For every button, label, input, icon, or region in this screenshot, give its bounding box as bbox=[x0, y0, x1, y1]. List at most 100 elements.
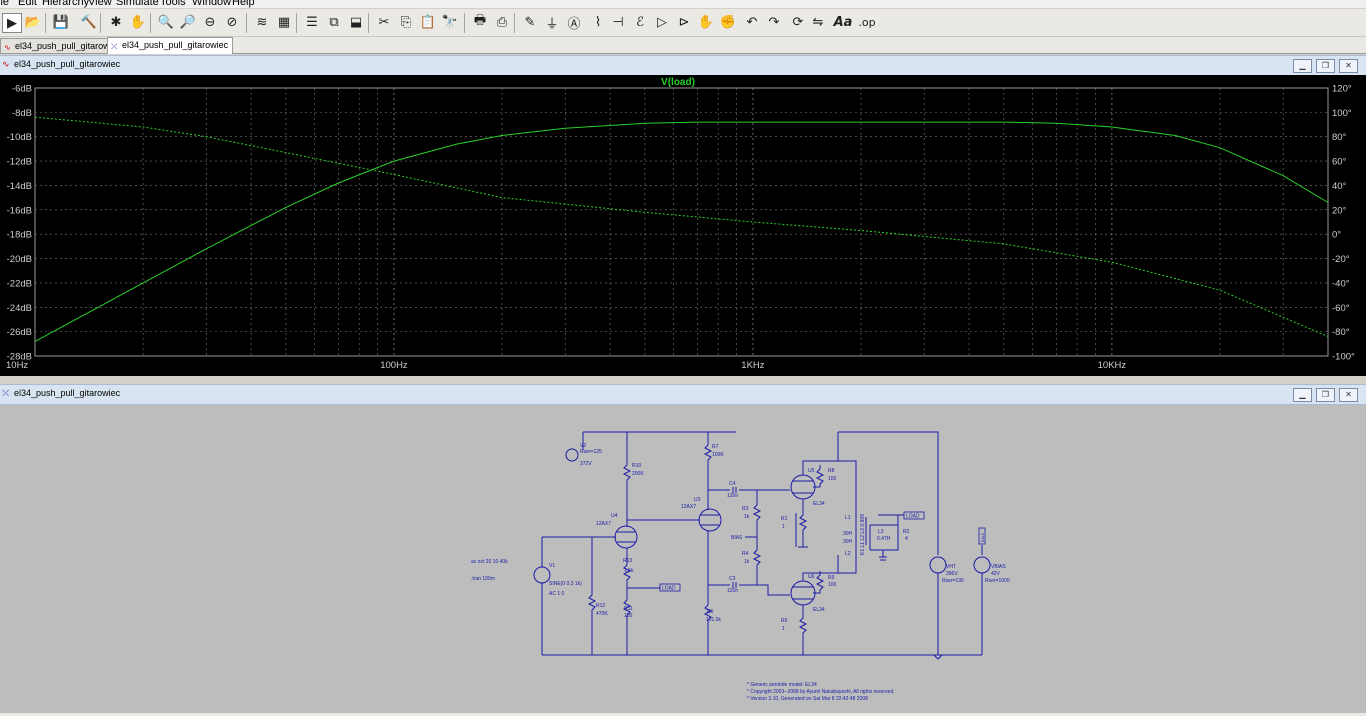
plot-window-titlebar[interactable]: ∿ el34_push_pull_gitarowiec ▁ ❐ ✕ bbox=[0, 55, 1366, 76]
menu-item-window[interactable]: Window bbox=[192, 0, 232, 8]
label-r7[interactable]: R7 bbox=[712, 444, 719, 450]
label-r4-value[interactable]: 1k bbox=[744, 559, 750, 565]
label-v1[interactable]: V1 bbox=[549, 563, 555, 569]
close-button[interactable]: ✕ bbox=[1339, 59, 1358, 73]
label-l3-value[interactable]: 0.47H bbox=[877, 536, 891, 542]
control-panel-icon[interactable]: 🔨 bbox=[80, 14, 98, 30]
label-r5-value[interactable]: 1 bbox=[782, 626, 785, 632]
model-note[interactable]: * Version 3.10, Generated on Sat Mar 8 2… bbox=[747, 696, 868, 702]
menu-item-ile[interactable]: ile bbox=[0, 0, 10, 8]
label-u5[interactable]: U5 bbox=[808, 468, 815, 474]
label-v2-value[interactable]: 372V bbox=[580, 461, 592, 467]
label-r6[interactable]: R6 bbox=[707, 609, 714, 615]
menu-item-edit[interactable]: Edit bbox=[18, 0, 37, 8]
label-l2-value[interactable]: 30H bbox=[843, 539, 853, 545]
print-icon[interactable]: 🖶 bbox=[473, 13, 487, 28]
bias-port[interactable] bbox=[978, 527, 986, 545]
wire-icon[interactable]: ✎ bbox=[524, 14, 536, 30]
tab-schematic[interactable]: ⤫ el34_push_pull_gitarowiec bbox=[107, 37, 234, 54]
inductor-icon[interactable]: ℰ bbox=[636, 14, 644, 30]
print-setup-icon[interactable]: ⎙ bbox=[496, 14, 508, 30]
text-tool-icon[interactable]: Aa bbox=[833, 14, 853, 30]
label-net-icon[interactable]: Ⓐ bbox=[567, 16, 581, 32]
load-port[interactable] bbox=[659, 583, 681, 592]
zoom-cancel-icon[interactable]: ⊘ bbox=[226, 14, 238, 30]
tran-directive[interactable]: .tran 100m bbox=[471, 576, 495, 582]
label-u4-type[interactable]: 12AX7 bbox=[596, 521, 611, 527]
label-r12[interactable]: R12 bbox=[596, 603, 605, 609]
label-vbias[interactable]: VBIAS bbox=[991, 564, 1006, 570]
label-l2[interactable]: L2 bbox=[845, 551, 851, 557]
tile-vertical-icon[interactable]: ⬓ bbox=[349, 14, 363, 30]
label-vht[interactable]: VHT bbox=[946, 564, 956, 570]
label-r9[interactable]: R9 bbox=[828, 575, 835, 581]
label-c4[interactable]: C4 bbox=[729, 481, 736, 487]
label-v2-rser[interactable]: Rser=125 bbox=[580, 449, 602, 455]
open-icon[interactable]: 📂 bbox=[24, 14, 42, 30]
paste-icon[interactable]: 📋 bbox=[419, 14, 437, 30]
label-r7-value[interactable]: 100K bbox=[712, 452, 724, 458]
label-u4[interactable]: U4 bbox=[611, 513, 618, 519]
spice-directive-icon[interactable]: .op bbox=[858, 15, 876, 29]
menu-item-tools[interactable]: Tools bbox=[160, 0, 186, 8]
component-icon[interactable]: ⊳ bbox=[678, 14, 690, 30]
cascade-windows-icon[interactable]: ☰ bbox=[306, 14, 318, 30]
minimize-button[interactable]: ▁ bbox=[1293, 388, 1312, 402]
label-u6-type[interactable]: EL34 bbox=[813, 607, 825, 613]
series-magnitude-line[interactable] bbox=[34, 121, 1329, 342]
find-icon[interactable]: 🔭 bbox=[441, 14, 459, 30]
label-v1-ac[interactable]: AC 1 0 bbox=[549, 591, 565, 597]
waveform-plot-pane[interactable]: -6dB-8dB-10dB-12dB-14dB-16dB-18dB-20dB-2… bbox=[0, 75, 1366, 376]
label-r1-value[interactable]: 1 bbox=[782, 524, 785, 530]
minimize-button[interactable]: ▁ bbox=[1293, 59, 1312, 73]
label-u6[interactable]: U6 bbox=[808, 574, 815, 580]
label-r3-value[interactable]: 1k bbox=[744, 514, 750, 520]
label-r2[interactable]: R2 bbox=[903, 529, 910, 535]
label-k1[interactable]: K1 L1 L2 L3 0.999 bbox=[860, 514, 866, 555]
label-r12-value[interactable]: 470K bbox=[596, 611, 608, 617]
label-c3[interactable]: C3 bbox=[729, 576, 736, 582]
label-r2-value[interactable]: 4 bbox=[905, 536, 908, 542]
label-v1-sine[interactable]: SINE(0 0.3 1k) bbox=[549, 581, 582, 587]
label-r5[interactable]: R5 bbox=[781, 618, 788, 624]
diode-icon[interactable]: ▷ bbox=[657, 14, 667, 30]
series-phase-line[interactable] bbox=[34, 116, 1329, 337]
schematic-window-titlebar[interactable]: ⤫ el34_push_pull_gitarowiec ▁ ❐ ✕ bbox=[0, 384, 1366, 405]
label-l1[interactable]: L1 bbox=[845, 515, 851, 521]
move-icon[interactable]: ✋ bbox=[697, 14, 715, 30]
label-r13[interactable]: R13 bbox=[623, 558, 632, 564]
label-r8[interactable]: R8 bbox=[828, 468, 835, 474]
label-load-output[interactable]: LOAD bbox=[906, 514, 920, 520]
capacitor-icon[interactable]: ⊣ bbox=[612, 14, 624, 30]
halt-icon[interactable]: ✱ bbox=[110, 14, 122, 30]
autorange-icon[interactable]: ≋ bbox=[256, 14, 268, 30]
run-icon[interactable]: ▶ bbox=[2, 13, 22, 33]
schematic-drawing[interactable]: V2 Rser=125 372V R10 200K R7 100K U3 12A… bbox=[0, 405, 1366, 713]
label-r3[interactable]: R3 bbox=[742, 506, 749, 512]
label-r4[interactable]: R4 bbox=[742, 551, 749, 557]
label-r10[interactable]: R10 bbox=[632, 463, 641, 469]
ac-directive[interactable]: ac oct 20 10 40k bbox=[471, 559, 508, 565]
menu-item-help[interactable]: Help bbox=[232, 0, 255, 8]
menu-item-simulate[interactable]: Simulate bbox=[116, 0, 159, 8]
redo-icon[interactable]: ↷ bbox=[768, 14, 780, 30]
restore-button[interactable]: ❐ bbox=[1316, 388, 1335, 402]
label-r1[interactable]: R1 bbox=[781, 516, 788, 522]
label-c4-value[interactable]: 120n bbox=[727, 493, 738, 499]
restore-button[interactable]: ❐ bbox=[1316, 59, 1335, 73]
chart-title[interactable]: V(load) bbox=[661, 77, 695, 88]
zoom-out-icon[interactable]: ⊖ bbox=[204, 14, 216, 30]
label-bias[interactable]: BIAS bbox=[731, 535, 743, 541]
undo-icon[interactable]: ↶ bbox=[746, 14, 758, 30]
model-note[interactable]: * Copyright 2003--2008 by Ayumi Nakabaya… bbox=[747, 689, 895, 695]
zoom-full-icon[interactable]: 🔎 bbox=[179, 14, 197, 30]
label-r11-value[interactable]: 100 bbox=[624, 613, 633, 619]
label-l3[interactable]: L3 bbox=[878, 529, 884, 535]
label-load-input[interactable]: LOAD bbox=[662, 586, 676, 592]
model-note[interactable]: * Generic pentode model: EL34 bbox=[747, 682, 817, 688]
rotate-icon[interactable]: ⟳ bbox=[792, 14, 804, 30]
load-port[interactable] bbox=[903, 511, 925, 520]
label-r8-value[interactable]: 100 bbox=[828, 476, 837, 482]
tile-icon[interactable]: ▦ bbox=[277, 14, 291, 30]
label-vht-rser[interactable]: Rser=135 bbox=[942, 578, 964, 584]
